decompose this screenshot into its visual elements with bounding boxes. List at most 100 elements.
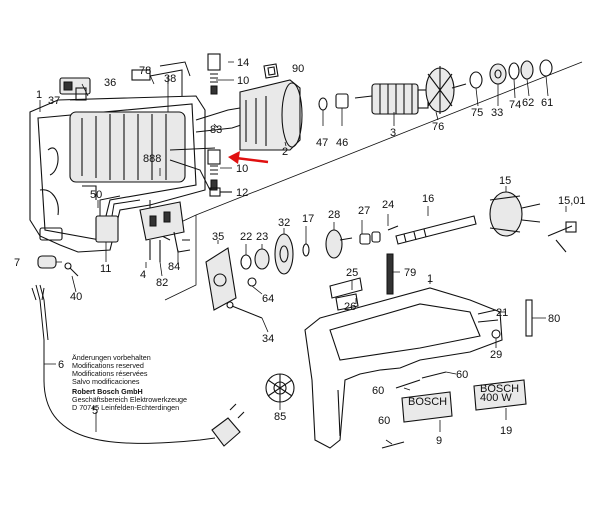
label-75: 75 bbox=[471, 107, 483, 119]
cable-clamp-7 bbox=[37, 255, 57, 269]
note-line-5: Robert Bosch GmbH bbox=[72, 387, 143, 396]
washer-74 bbox=[508, 62, 520, 80]
bearing-62 bbox=[520, 60, 534, 80]
label-10-upper: 10 bbox=[237, 75, 249, 87]
label-15-01: 15,01 bbox=[558, 195, 586, 207]
label-36: 36 bbox=[104, 77, 116, 89]
nameplate-19 bbox=[473, 379, 527, 411]
washer-75 bbox=[469, 71, 483, 89]
screw-64 bbox=[247, 277, 257, 287]
label-6: 6 bbox=[58, 359, 64, 371]
label-22: 22 bbox=[240, 231, 252, 243]
label-29: 29 bbox=[490, 349, 502, 361]
gear-22 bbox=[240, 254, 252, 270]
housing-right-half bbox=[304, 287, 503, 449]
rosette-85 bbox=[265, 373, 295, 403]
capacitor-11 bbox=[95, 195, 141, 243]
pin-24 bbox=[387, 225, 399, 231]
label-47: 47 bbox=[316, 137, 328, 149]
stator bbox=[239, 79, 303, 151]
label-79: 79 bbox=[404, 267, 416, 279]
mains-plug bbox=[211, 403, 245, 447]
label-15: 15 bbox=[499, 175, 511, 187]
spindle-16 bbox=[395, 215, 477, 245]
label-80: 80 bbox=[548, 313, 560, 325]
label-46: 46 bbox=[336, 137, 348, 149]
rod-79 bbox=[386, 253, 394, 295]
clamp-26 bbox=[335, 293, 359, 311]
label-33: 33 bbox=[491, 107, 503, 119]
power-cable bbox=[31, 284, 216, 444]
callout-arrow bbox=[228, 151, 269, 164]
label-76: 76 bbox=[432, 121, 444, 133]
screw-60b bbox=[421, 371, 447, 379]
label-61: 61 bbox=[541, 97, 553, 109]
label-74: 74 bbox=[509, 99, 521, 111]
wiring-harness bbox=[149, 107, 245, 241]
screw-29 bbox=[491, 329, 501, 339]
label-2: 2 bbox=[282, 146, 288, 158]
bracket-50 bbox=[82, 185, 97, 200]
brush-holder-upper bbox=[207, 53, 221, 95]
note-line-4: Salvo modificaciones bbox=[72, 377, 140, 386]
screw-40 bbox=[64, 262, 79, 277]
switch-module-4 bbox=[139, 201, 185, 262]
label-85: 85 bbox=[274, 411, 286, 423]
label-1-right: 1 bbox=[427, 273, 433, 285]
label-35: 35 bbox=[212, 231, 224, 243]
chuck-key bbox=[547, 221, 577, 253]
label-32: 32 bbox=[278, 217, 290, 229]
label-4: 4 bbox=[140, 269, 146, 281]
label-64: 64 bbox=[262, 293, 274, 305]
washer-47 bbox=[318, 97, 328, 111]
label-23: 23 bbox=[256, 231, 268, 243]
label-82: 82 bbox=[156, 277, 168, 289]
note-line-2: Modifications reserved bbox=[72, 361, 144, 370]
clamp-25 bbox=[329, 277, 363, 299]
frame-left-edge bbox=[164, 215, 197, 301]
label-9: 9 bbox=[436, 435, 442, 447]
label-5: 5 bbox=[92, 405, 98, 417]
gear-32 bbox=[274, 233, 294, 275]
label-26: 26 bbox=[344, 301, 356, 313]
screw-21 bbox=[477, 309, 499, 323]
nameplate-19-power-text: 400 W bbox=[480, 392, 512, 404]
label-16: 16 bbox=[422, 193, 434, 205]
brush-holder-lower bbox=[207, 149, 221, 191]
label-25: 25 bbox=[346, 267, 358, 279]
label-1-left: 1 bbox=[36, 89, 42, 101]
clip-90 bbox=[263, 63, 279, 79]
label-60-mid: 60 bbox=[372, 385, 384, 397]
label-11: 11 bbox=[100, 263, 111, 275]
nameplate-9 bbox=[401, 391, 453, 423]
armature bbox=[354, 83, 429, 115]
gear-23 bbox=[254, 248, 270, 270]
bearing-33 bbox=[489, 63, 507, 85]
internal-wire-38b bbox=[159, 61, 191, 77]
label-17: 17 bbox=[302, 213, 314, 225]
label-3: 3 bbox=[390, 127, 396, 139]
label-37: 37 bbox=[48, 95, 60, 107]
label-60-low: 60 bbox=[378, 415, 390, 427]
fan-76 bbox=[425, 66, 467, 114]
note-line-1: Änderungen vorbehalten bbox=[72, 353, 151, 362]
label-84: 84 bbox=[168, 261, 180, 273]
ring-17 bbox=[302, 243, 310, 257]
label-90: 90 bbox=[292, 63, 304, 75]
label-888: 888 bbox=[143, 153, 161, 165]
label-12: 12 bbox=[236, 187, 248, 199]
gear-28 bbox=[325, 229, 353, 259]
note-line-7: D 70745 Leinfelden-Echterdingen bbox=[72, 403, 180, 412]
bushing-27 bbox=[359, 231, 381, 245]
housing-left-half bbox=[29, 95, 206, 253]
nameplate-9-text: BOSCH bbox=[408, 396, 447, 408]
screw-34 bbox=[226, 301, 263, 319]
bearing-46 bbox=[335, 93, 349, 109]
label-50: 50 bbox=[90, 189, 102, 201]
strip-80 bbox=[525, 299, 533, 337]
label-40: 40 bbox=[70, 291, 82, 303]
label-10-lower: 10 bbox=[236, 163, 248, 175]
label-19: 19 bbox=[500, 425, 512, 437]
